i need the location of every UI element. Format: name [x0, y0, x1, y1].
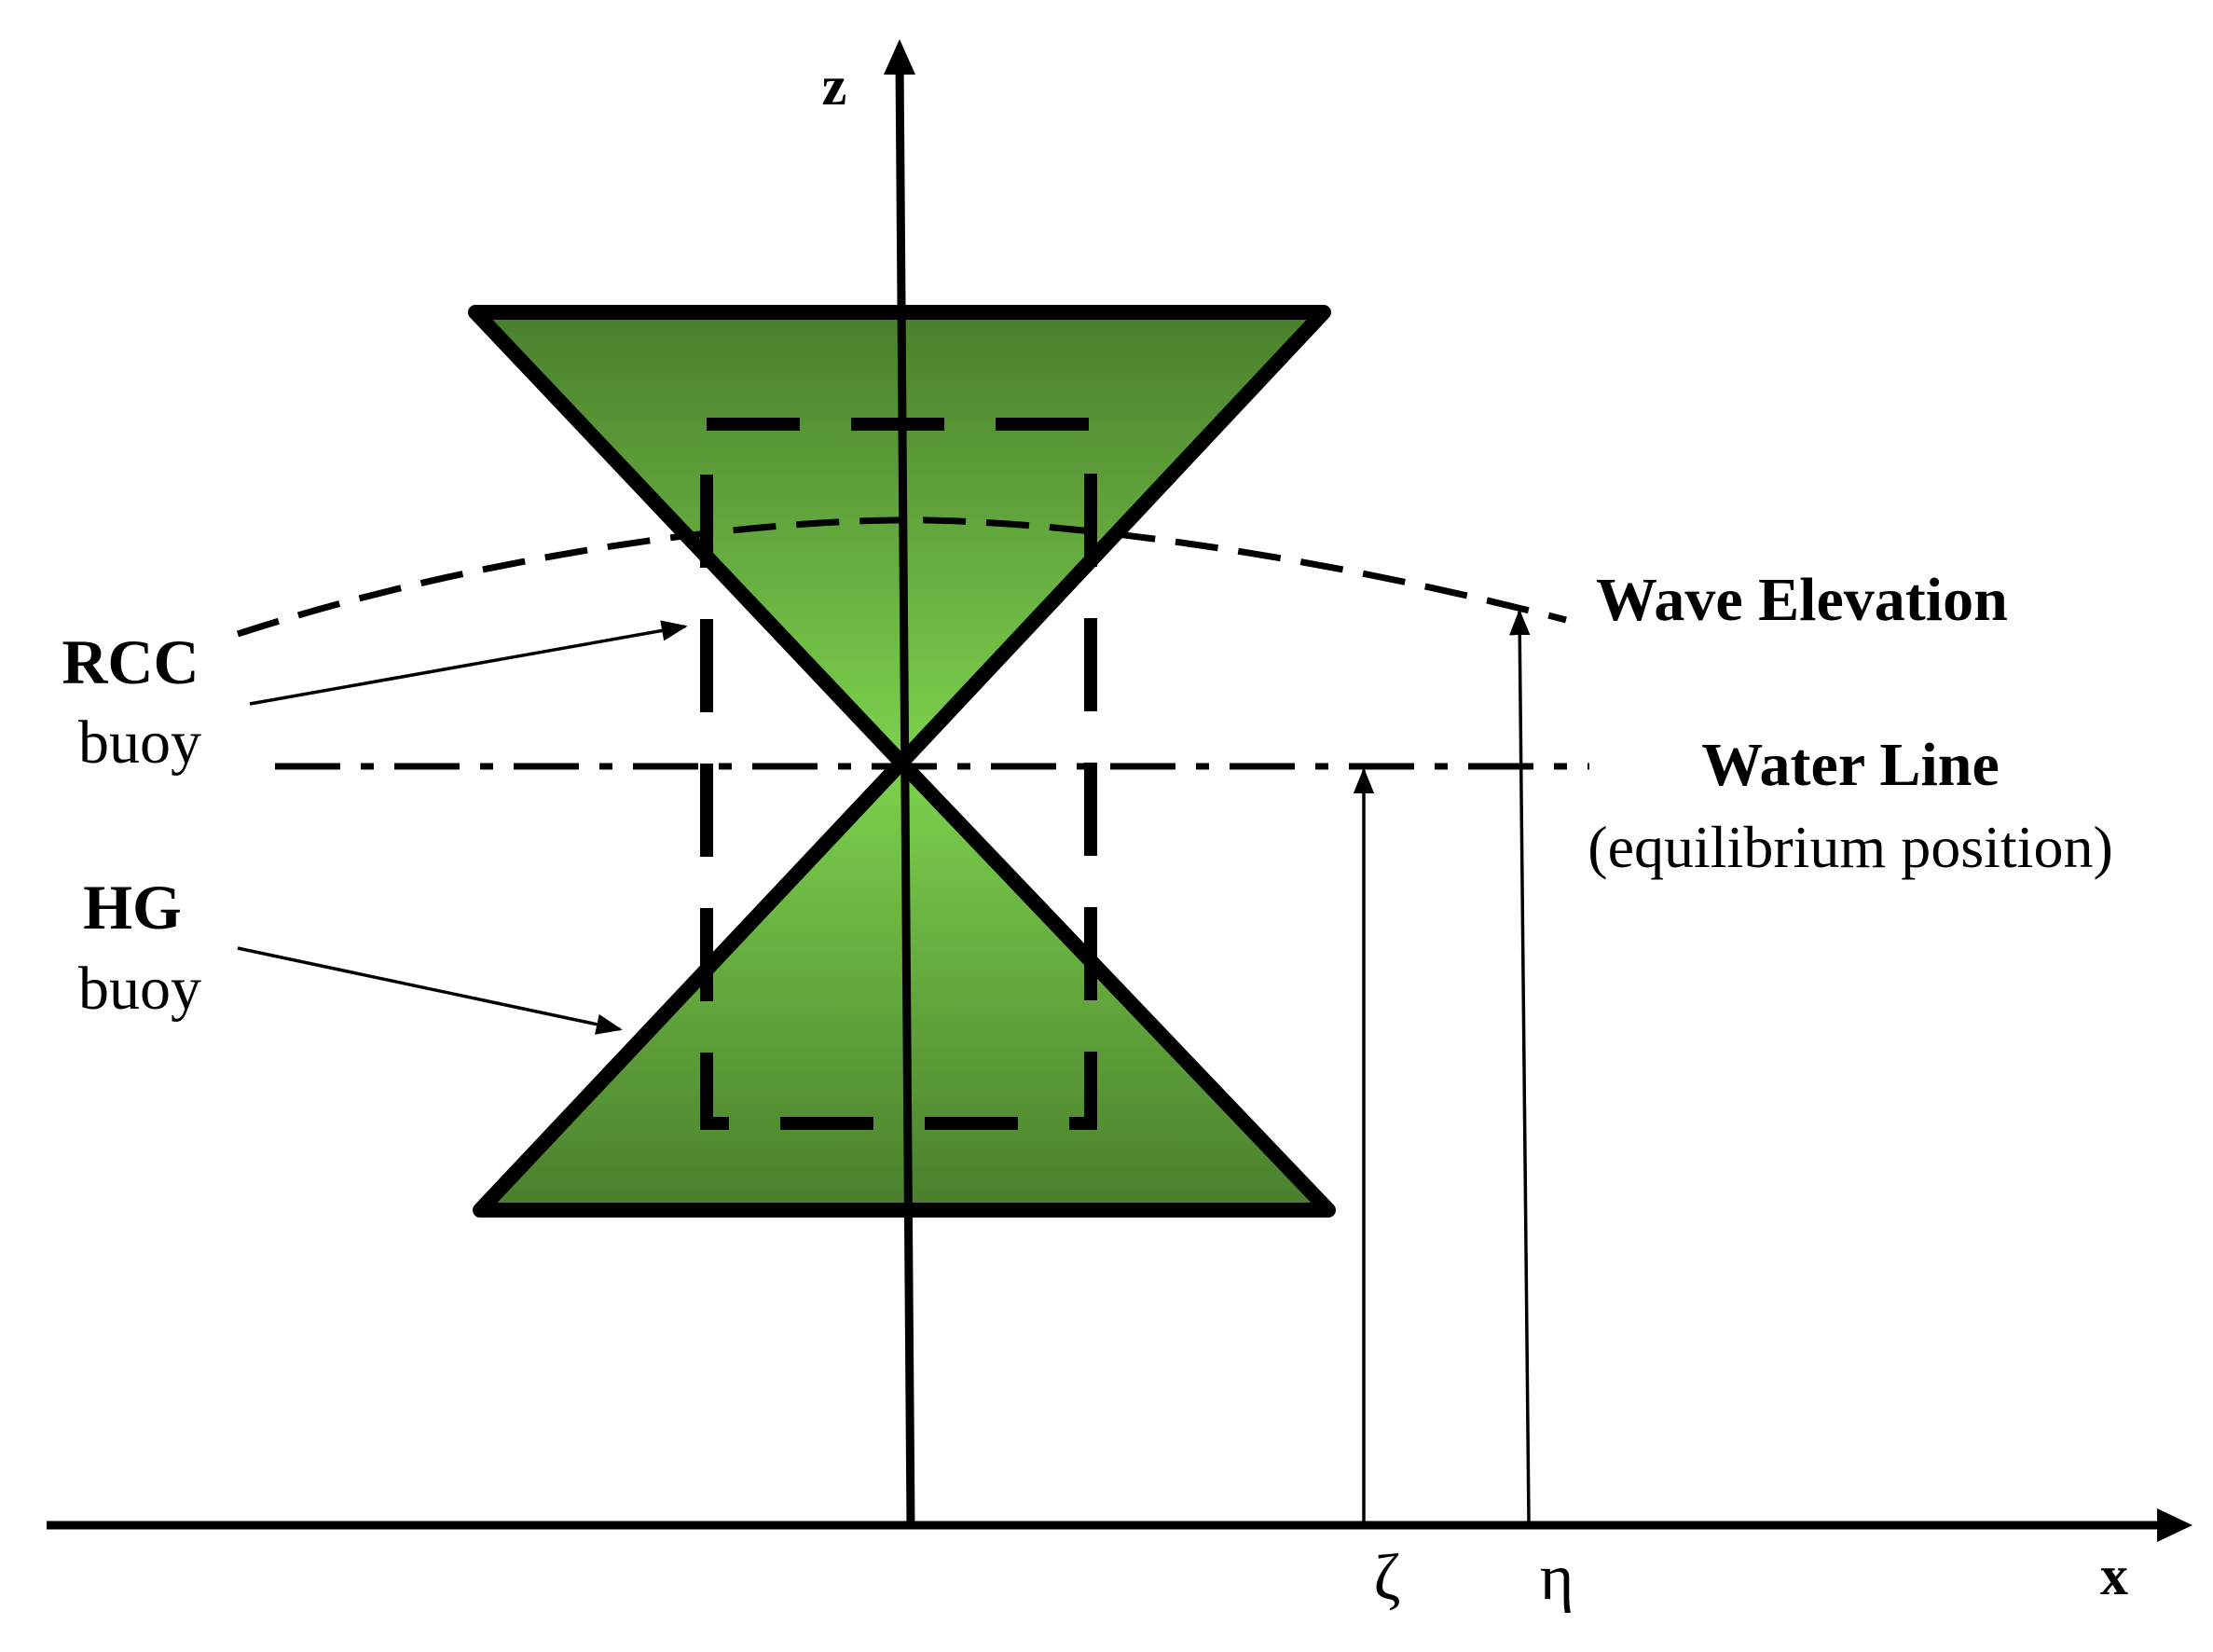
water-line-note: (equilibrium position) [1588, 814, 2113, 880]
rcc-pointer-arrow [249, 620, 688, 706]
z-axis-arrowhead [884, 39, 915, 75]
hg-buoy-subtitle: buoy [78, 955, 201, 1023]
hg-buoy-title: HG [83, 872, 182, 943]
z-axis-label: z [822, 55, 847, 117]
wave-elevation-curve [236, 516, 1567, 638]
water-line-label: Water Line [1701, 731, 2000, 799]
hg-pointer-arrow [237, 946, 623, 1035]
eta-label: η [1540, 1542, 1574, 1614]
eta-arrow [1509, 609, 1531, 1522]
x-axis-label: x [2100, 1545, 2128, 1606]
z-axis [895, 60, 915, 1528]
rcc-buoy-title: RCC [62, 626, 199, 697]
wave-elevation-label: Wave Elevation [1596, 566, 2008, 634]
rcc-buoy-subtitle: buoy [78, 709, 201, 777]
zeta-label: ζ [1374, 1542, 1401, 1614]
x-axis-arrowhead [2157, 1508, 2192, 1542]
